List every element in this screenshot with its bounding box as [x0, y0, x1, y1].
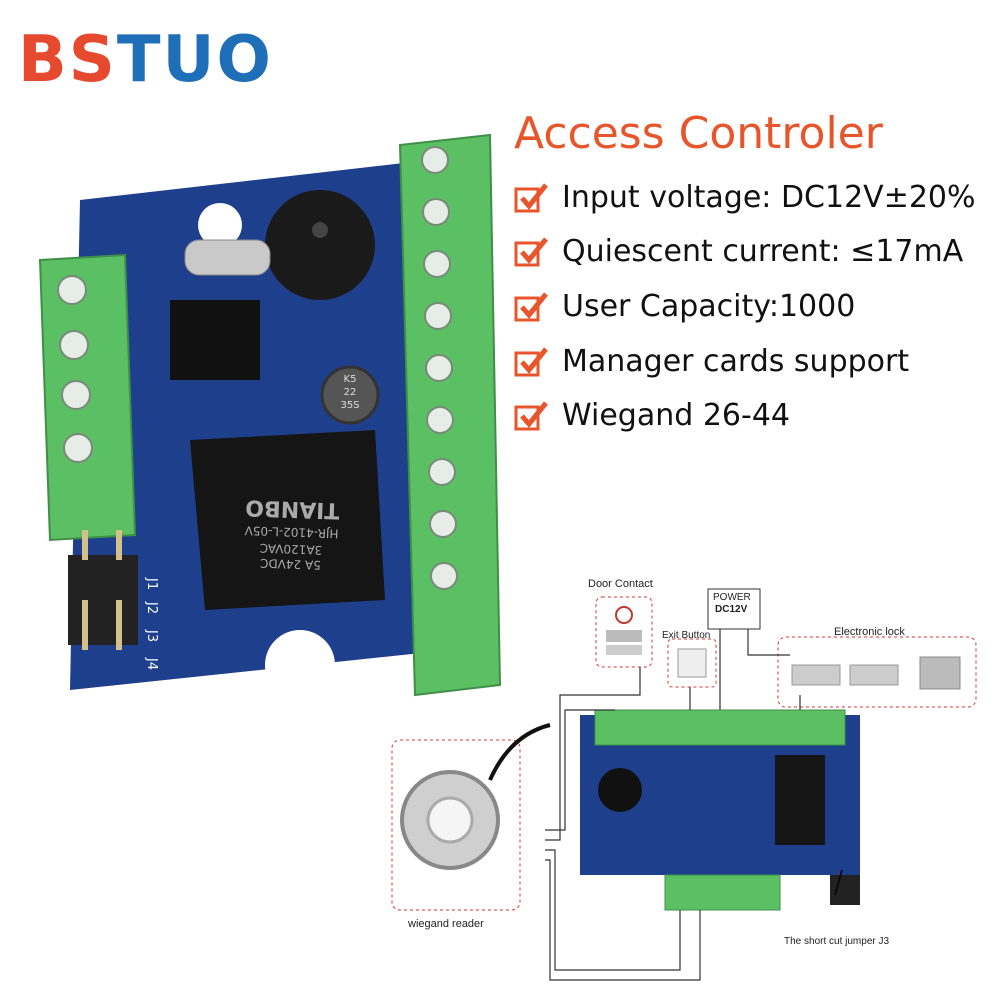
feature-text: Manager cards support [562, 344, 910, 379]
feature-item: Input voltage: DC12V±20% [514, 180, 976, 215]
mount-hole [265, 630, 335, 700]
power-box [707, 588, 761, 630]
feature-item: User Capacity:1000 [514, 289, 855, 324]
crystal [184, 239, 271, 276]
relay-model: HJR-4102-L-05V [244, 523, 339, 540]
lock-frame [777, 636, 977, 708]
mount-hole [198, 203, 242, 247]
brand-logo-part2: TUO [116, 23, 273, 97]
diagram-terminal-bottom [664, 874, 781, 911]
electronic-lock-label: Electronic lock [834, 626, 905, 638]
capacitor [320, 365, 380, 425]
product-title: Access Controler [514, 108, 883, 159]
ic-chip [170, 300, 260, 380]
reader-frame [391, 739, 521, 911]
lock-icon [849, 664, 899, 686]
jumper-header [68, 555, 138, 645]
checkbox-icon [514, 291, 548, 321]
jumper-label: J4 [144, 657, 159, 670]
power-voltage-label: DC12V [715, 604, 748, 615]
jumper-note-label: The short cut jumper J3 [784, 936, 890, 947]
wiegand-reader-label: wiegand reader [408, 918, 484, 930]
relay-rating: 5A 24VDC [260, 556, 321, 572]
feature-item: Quiescent current: ≤17mA [514, 234, 963, 269]
checkbox-icon [514, 346, 548, 376]
feature-text: Quiescent current: ≤17mA [562, 234, 964, 269]
checkbox-icon [514, 236, 548, 266]
checkbox-icon [514, 182, 548, 212]
brand-logo-part1: BS [18, 23, 117, 97]
feature-item: Wiegand 26-44 [514, 398, 790, 433]
exit-button-icon [677, 648, 707, 678]
power-label: POWER [713, 592, 751, 603]
feature-item: Manager cards support [514, 344, 909, 379]
diagram-relay [775, 755, 825, 845]
jumper-label: J1 [144, 577, 159, 590]
jumper-label: J3 [144, 629, 159, 642]
checkbox-icon [514, 400, 548, 430]
lock-icon [791, 664, 841, 686]
lock-icon [919, 656, 961, 690]
jumper-label: J2 [144, 601, 159, 614]
door-contact-icon [606, 630, 642, 642]
capacitor-label: 22 [344, 387, 357, 398]
relay-brand: TIANBO [245, 494, 340, 522]
relay-rating: 3A120VAC [259, 541, 322, 557]
brand-logo: BSTUO [18, 28, 273, 92]
relay [190, 430, 385, 610]
feature-text: Input voltage: DC12V±20% [562, 180, 976, 215]
feature-text: User Capacity:1000 [562, 289, 856, 324]
buzzer [265, 190, 375, 300]
diagram-terminal-top [594, 709, 846, 746]
feature-text: Wiegand 26-44 [562, 398, 790, 433]
diagram-buzzer [598, 768, 642, 812]
board-photo: K5 22 35S 5A 24VDC 3A120VAC HJR-4102-L-0… [38, 133, 502, 700]
diagram-jumper [830, 875, 860, 905]
wiring-diagram [391, 588, 977, 981]
door-contact-label: Door Contact [588, 578, 653, 590]
capacitor-label: K5 [344, 374, 357, 385]
wires [545, 629, 801, 981]
exit-button-label: Exit Button [662, 630, 711, 641]
capacitor-label: 35S [340, 400, 359, 411]
